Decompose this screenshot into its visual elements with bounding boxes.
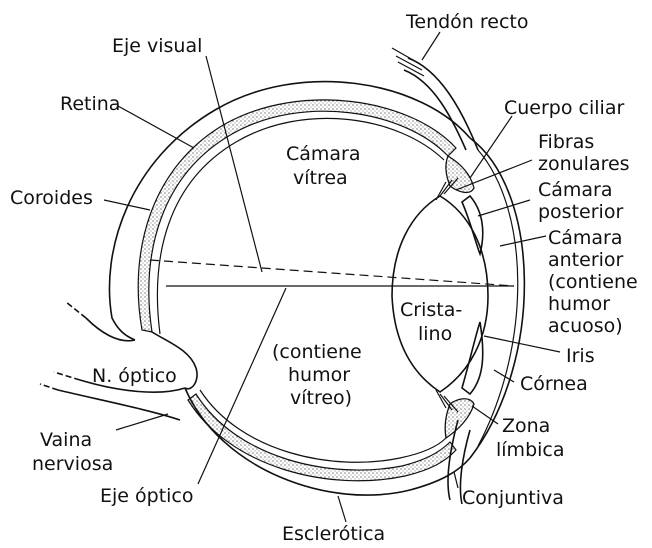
nerve-sheath-outer-dash xyxy=(40,384,58,390)
label-camara-anterior-3: (contiene xyxy=(548,271,638,293)
label-iris: Iris xyxy=(566,345,595,367)
label-esclerotica: Esclerótica xyxy=(282,523,385,545)
label-vaina-2: nerviosa xyxy=(32,453,113,475)
label-camara-vitrea-1: Cámara xyxy=(286,143,361,165)
label-camara-anterior-2: anterior xyxy=(548,249,624,271)
label-zona-2: límbica xyxy=(496,439,565,461)
label-conjuntiva: Conjuntiva xyxy=(462,487,564,509)
visual-axis xyxy=(150,260,514,286)
leader-eje-visual xyxy=(206,56,262,272)
leader-esclerotica xyxy=(338,496,346,522)
leader-tendon xyxy=(422,32,440,60)
label-eje-visual: Eje visual xyxy=(112,35,202,57)
label-fibras-2: zonulares xyxy=(538,153,630,175)
leader-retina xyxy=(118,106,194,148)
leader-camara-posterior xyxy=(478,200,530,216)
label-humor-vitreo-3: vítreo) xyxy=(290,387,352,409)
label-camara-posterior-2: posterior xyxy=(538,201,623,223)
label-cristalino-1: Crista- xyxy=(400,299,462,321)
optic-nerve-upper xyxy=(86,318,135,341)
label-fibras-1: Fibras xyxy=(538,131,594,153)
lens-crystalline xyxy=(392,196,488,392)
label-cristalino-2: lino xyxy=(418,323,452,345)
label-cuerpo-ciliar: Cuerpo ciliar xyxy=(504,97,624,119)
cornea-inner xyxy=(478,150,518,446)
label-camara-anterior-5: acuoso) xyxy=(548,315,623,337)
label-humor-vitreo-2: humor xyxy=(288,364,350,386)
label-coroides: Coroides xyxy=(10,187,93,209)
label-n-optico: N. óptico xyxy=(92,365,177,387)
label-zona-1: Zona xyxy=(502,415,550,437)
leader-iris xyxy=(484,336,560,352)
choroid-band-upper xyxy=(138,100,456,332)
leader-camara-anterior xyxy=(500,236,546,246)
optic-nerve-sheath-upper xyxy=(66,302,86,318)
label-vaina-1: Vaina xyxy=(40,429,92,451)
leader-vaina xyxy=(116,414,168,430)
label-camara-vitrea-2: vítrea xyxy=(293,167,348,189)
leader-zona xyxy=(472,406,498,424)
label-eje-optico: Eje óptico xyxy=(100,485,194,507)
label-retina: Retina xyxy=(60,93,120,115)
label-tendon-recto: Tendón recto xyxy=(405,11,528,33)
label-camara-posterior-1: Cámara xyxy=(538,179,613,201)
label-humor-vitreo-1: (contiene xyxy=(272,341,362,363)
leader-conjuntiva xyxy=(454,472,458,488)
label-camara-anterior-4: humor xyxy=(548,293,610,315)
label-cornea: Córnea xyxy=(520,373,588,395)
optic-nerve-sheath-lower xyxy=(54,372,80,380)
label-camara-anterior-1: Cámara xyxy=(548,227,623,249)
